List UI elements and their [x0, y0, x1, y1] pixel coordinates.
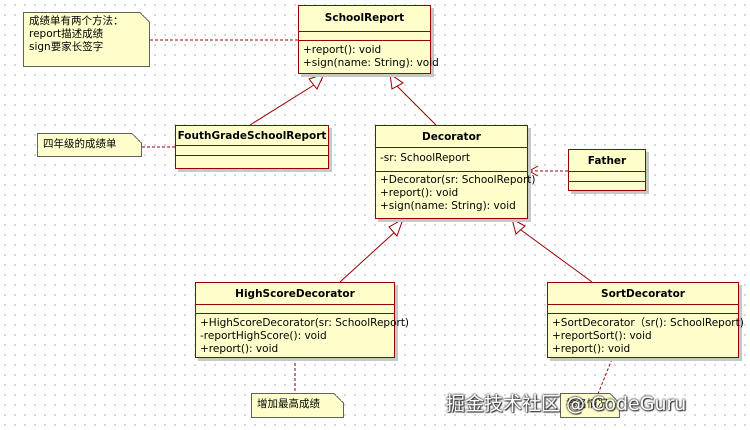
operation: +sign(name: String): void — [303, 57, 439, 69]
class-attributes — [176, 146, 328, 156]
operation: +sign(name: String): void — [380, 200, 516, 212]
operation: +Decorator(sr: SchoolReport) — [380, 174, 536, 186]
generalization-fourthgrade-to-schoolreport — [249, 79, 323, 126]
generalization-highscore-to-decorator — [339, 229, 398, 283]
class-operations: +SortDecorator（sr(): SchoolReport) +repo… — [548, 314, 744, 356]
class-name: Father — [569, 150, 645, 172]
operation: -reportHighScore(): void — [200, 330, 327, 342]
generalization-decorator-to-schoolreport — [395, 84, 437, 126]
operation: +reportSort(): void — [552, 330, 652, 342]
class-father[interactable]: Father — [568, 149, 646, 191]
class-fouthgradeschoolreport[interactable]: FouthGradeSchoolReport — [175, 125, 329, 169]
note-sort[interactable]: 排名情况 — [560, 393, 620, 418]
note-line: sign要家长签字 — [29, 41, 104, 53]
generalization-arrowhead-icon — [308, 73, 325, 90]
operation: +report(): void — [200, 343, 279, 355]
operation: +report(): void — [380, 187, 459, 199]
class-attributes — [569, 172, 645, 182]
note-line: report描述成绩 — [29, 28, 104, 40]
generalization-arrowhead-icon — [388, 217, 404, 237]
class-name: SchoolReport — [299, 6, 430, 32]
generalization-arrowhead-icon — [389, 72, 404, 90]
operation: +report(): void — [303, 44, 382, 56]
operation: +SortDecorator（sr(): SchoolReport) — [552, 317, 744, 329]
attribute: -sr: SchoolReport — [380, 152, 470, 164]
class-attributes — [299, 32, 430, 41]
note-line: 四年级的成绩单 — [43, 138, 117, 150]
class-name: HighScoreDecorator — [196, 283, 394, 305]
generalization-sort-to-decorator — [520, 229, 593, 283]
class-schoolreport[interactable]: SchoolReport +report(): void +sign(name:… — [298, 5, 439, 74]
note-fold-icon — [334, 393, 344, 403]
note-line: 增加最高成绩 — [257, 398, 320, 410]
operation: +HighScoreDecorator(sr: SchoolReport) — [200, 317, 410, 329]
operation: +report(): void — [552, 343, 631, 355]
watermark: 掘金技术社区 @ CodeGuru — [446, 393, 687, 415]
note-fold-icon — [140, 12, 150, 22]
class-sortdecorator[interactable]: SortDecorator +SortDecorator（sr(): Schoo… — [547, 282, 744, 358]
note-fourth-grade[interactable]: 四年级的成绩单 — [37, 133, 142, 157]
class-attributes — [196, 305, 394, 314]
note-line: 成绩单有两个方法： — [29, 15, 124, 27]
generalization-arrowhead-icon — [511, 218, 526, 235]
class-name: FouthGradeSchoolReport — [176, 126, 328, 146]
class-operations: +HighScoreDecorator(sr: SchoolReport) -r… — [196, 314, 410, 356]
class-attributes: -sr: SchoolReport — [376, 148, 527, 172]
note-high-score[interactable]: 增加最高成绩 — [251, 393, 344, 418]
class-attributes — [548, 305, 738, 314]
class-name: Decorator — [376, 126, 527, 148]
class-operations: +Decorator(sr: SchoolReport) +report(): … — [376, 172, 536, 213]
note-fold-icon — [610, 393, 620, 403]
class-operations: +report(): void +sign(name: String): voi… — [299, 41, 439, 70]
note-line: 排名情况 — [566, 398, 608, 410]
note-methods[interactable]: 成绩单有两个方法： report描述成绩 sign要家长签字 — [23, 12, 150, 67]
note-fold-icon — [132, 133, 142, 143]
class-highscoredecorator[interactable]: HighScoreDecorator +HighScoreDecorator(s… — [195, 282, 410, 358]
class-decorator[interactable]: Decorator -sr: SchoolReport +Decorator(s… — [375, 125, 536, 219]
class-name: SortDecorator — [548, 283, 738, 305]
